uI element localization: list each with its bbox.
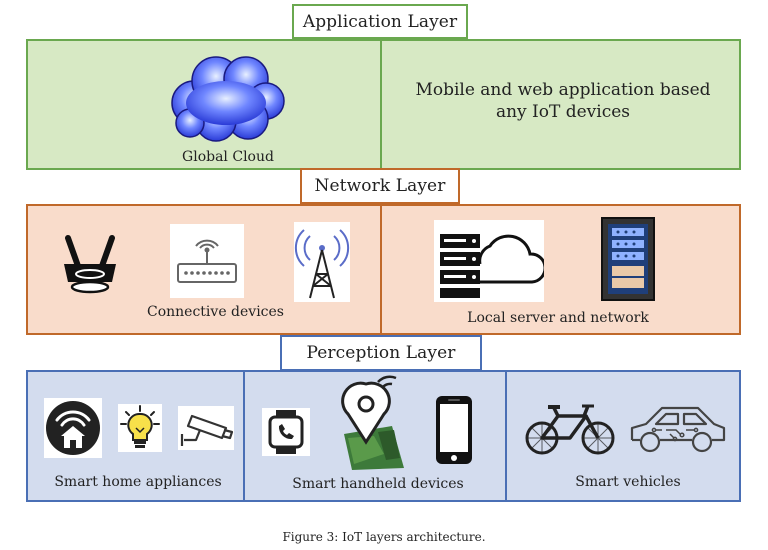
perception-layer-divider-right xyxy=(505,372,507,500)
bicycle-icon xyxy=(525,404,615,455)
connective-devices-label: Connective devices xyxy=(147,304,284,320)
smart-vehicles-label: Smart vehicles xyxy=(575,474,681,490)
smart-handheld-devices-label: Smart handheld devices xyxy=(292,476,464,492)
smart-home-appliances-label: Smart home appliances xyxy=(54,474,222,490)
application-description: Mobile and web application based any IoT… xyxy=(415,80,711,122)
network-layer-panel: Connective devices xyxy=(26,204,741,335)
smartwatch-icon xyxy=(262,408,310,456)
local-server-label: Local server and network xyxy=(467,310,649,326)
location-pin-icon xyxy=(341,375,404,470)
smartphone-icon xyxy=(436,396,472,464)
antenna-tower-icon xyxy=(294,222,350,302)
server-cloud-icon xyxy=(434,220,544,302)
application-layer-divider xyxy=(380,41,382,168)
rack-server-icon xyxy=(601,217,655,301)
security-camera-icon xyxy=(178,406,234,450)
network-layer-label: Network Layer xyxy=(300,168,460,204)
application-layer-panel: Global Cloud Mobile and web application … xyxy=(26,39,741,170)
wifi-modem-icon xyxy=(170,224,244,298)
perception-layer-panel: Smart home appliances Smart handheld dev… xyxy=(26,370,741,502)
network-layer-divider xyxy=(380,206,382,333)
application-layer-label: Application Layer xyxy=(292,4,468,39)
cloud-icon xyxy=(171,56,285,142)
smart-car-icon xyxy=(630,406,726,453)
smart-bulb-icon xyxy=(118,404,162,452)
figure-caption: Figure 3: IoT layers architecture. xyxy=(282,530,486,544)
global-cloud-label: Global Cloud xyxy=(182,149,274,165)
perception-layer-divider-left xyxy=(243,372,245,500)
perception-layer-label: Perception Layer xyxy=(280,335,482,371)
router-icon xyxy=(52,235,128,294)
smart-home-icon xyxy=(44,398,102,458)
